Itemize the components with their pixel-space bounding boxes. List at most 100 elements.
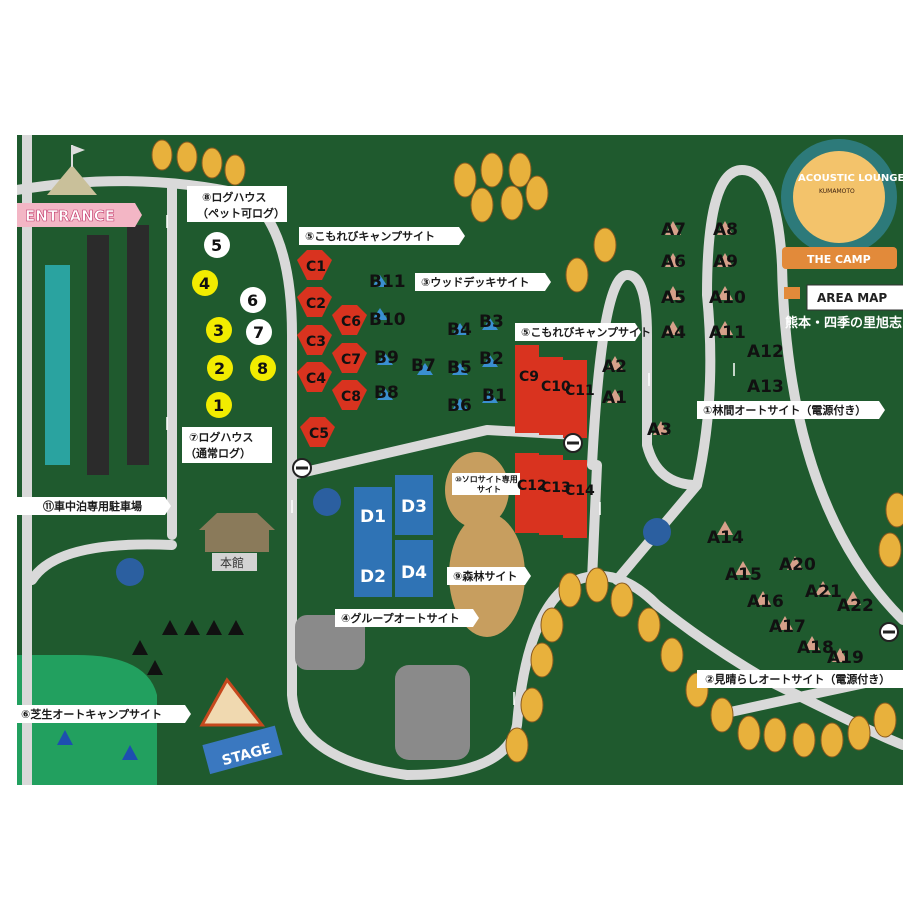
logo-title: ACOUSTIC LOUNGE (798, 173, 903, 184)
banner-shinrin: ⑨森林サイト (453, 569, 517, 583)
c-hex-sites (297, 250, 367, 447)
site-a8[interactable]: A8 (713, 220, 738, 240)
site-c5[interactable]: C5 (309, 426, 329, 442)
log-house-numbers: 5 4 3 2 1 6 7 8 (199, 236, 268, 415)
log-5[interactable]: 5 (211, 236, 222, 255)
site-c4[interactable]: C4 (306, 371, 326, 387)
site-a22[interactable]: A22 (837, 596, 874, 616)
site-a1[interactable]: A1 (602, 388, 627, 408)
site-a11[interactable]: A11 (709, 323, 746, 343)
site-a2[interactable]: A2 (602, 357, 627, 377)
site-a15[interactable]: A15 (725, 565, 762, 585)
site-b4[interactable]: B4 (447, 320, 472, 340)
site-c13[interactable]: C13 (541, 480, 571, 496)
site-a19[interactable]: A19 (827, 648, 864, 668)
hill-shape (47, 165, 97, 195)
banner-wood-deck: ③ウッドデッキサイト (421, 275, 529, 289)
direction-arrows (166, 215, 735, 705)
banners: ⑧ログハウス （ペット可ログ） ⑤こもれびキャンプサイト ③ウッドデッキサイト … (17, 186, 903, 723)
site-d4[interactable]: D4 (401, 563, 427, 583)
log-6[interactable]: 6 (247, 291, 258, 310)
site-a7[interactable]: A7 (661, 220, 686, 240)
site-d1[interactable]: D1 (360, 507, 386, 527)
site-c3[interactable]: C3 (306, 334, 326, 350)
log-8[interactable]: 8 (257, 359, 268, 378)
banner-komorebi-1: ⑤こもれびキャンプサイト (305, 229, 435, 243)
c-rect-sites (515, 345, 587, 538)
site-d2[interactable]: D2 (360, 567, 386, 587)
entrance-sign: ENTRANCE (17, 203, 142, 227)
log-3[interactable]: 3 (213, 321, 224, 340)
site-a4[interactable]: A4 (661, 323, 686, 343)
banner-miharashi: ②見晴らしオートサイト（電源付き） (705, 672, 890, 686)
banner-log-normal-sub: （通常ログ） (185, 446, 251, 460)
logo-tag: AREA MAP (817, 291, 887, 305)
site-b3[interactable]: B3 (479, 312, 504, 332)
logo: ACOUSTIC LOUNGE KUMAMOTO THE CAMP AREA M… (781, 139, 903, 331)
site-b6[interactable]: B6 (447, 396, 472, 416)
site-c12[interactable]: C12 (517, 478, 547, 494)
site-a13[interactable]: A13 (747, 377, 784, 397)
site-a3[interactable]: A3 (647, 420, 672, 440)
site-a14[interactable]: A14 (707, 528, 744, 548)
map-canvas: ENTRANCE 本館 STAGE D1 D2 D3 D4 (17, 135, 903, 785)
site-a6[interactable]: A6 (661, 252, 686, 272)
site-a18[interactable]: A18 (797, 638, 834, 658)
parking-lots (45, 225, 470, 760)
banner-log-pet: ⑧ログハウス (202, 190, 266, 204)
banner-shibafu: ⑥芝生オートキャンプサイト (21, 707, 162, 721)
c-hex-labels: C1 C2 C3 C4 C5 C6 C7 C8 (306, 259, 361, 442)
site-a20[interactable]: A20 (779, 555, 816, 575)
logo-small: KUMAMOTO (819, 188, 855, 195)
site-c2[interactable]: C2 (306, 296, 326, 312)
entrance-label: ENTRANCE (25, 207, 115, 225)
site-b1[interactable]: B1 (482, 386, 507, 406)
banner-log-pet-sub: （ペット可ログ） (197, 206, 285, 220)
a-sites: A7 A6 A5 A4 A8 A9 A10 A11 A12 A13 A2 A1 … (602, 220, 874, 668)
site-b9[interactable]: B9 (374, 348, 399, 368)
main-building: 本館 (199, 513, 275, 571)
site-c9[interactable]: C9 (519, 369, 539, 385)
log-4[interactable]: 4 (199, 274, 210, 293)
stage: STAGE (199, 677, 283, 775)
site-a12[interactable]: A12 (747, 342, 784, 362)
b-sites: B11 B10 B9 B8 B7 B4 B5 B6 B3 B2 B1 (369, 272, 507, 416)
log-2[interactable]: 2 (214, 359, 225, 378)
log-houses (192, 232, 276, 418)
site-b10[interactable]: B10 (369, 310, 406, 330)
flag-icon (72, 145, 85, 155)
site-b2[interactable]: B2 (479, 349, 504, 369)
site-c6[interactable]: C6 (341, 314, 361, 330)
site-d3[interactable]: D3 (401, 497, 427, 517)
site-b7[interactable]: B7 (411, 356, 436, 376)
trees (151, 139, 903, 763)
site-a9[interactable]: A9 (713, 252, 738, 272)
banner-group: ④グループオートサイト (341, 611, 460, 625)
site-c7[interactable]: C7 (341, 352, 361, 368)
site-a17[interactable]: A17 (769, 617, 806, 637)
no-entry-icons (292, 433, 899, 642)
site-a21[interactable]: A21 (805, 582, 842, 602)
site-a10[interactable]: A10 (709, 288, 746, 308)
log-1[interactable]: 1 (213, 396, 224, 415)
site-b8[interactable]: B8 (374, 383, 399, 403)
site-c11[interactable]: C11 (565, 383, 595, 399)
banner-komorebi-2: ⑤こもれびキャンプサイト (521, 325, 651, 339)
site-c14[interactable]: C14 (565, 483, 595, 499)
banner-solo: ⑩ソロサイト専用 (455, 474, 518, 484)
site-c8[interactable]: C8 (341, 389, 361, 405)
logo-subtitle: THE CAMP (807, 253, 871, 266)
site-c10[interactable]: C10 (541, 379, 571, 395)
log-7[interactable]: 7 (253, 323, 264, 342)
c-rect-labels: C9 C10 C11 C12 C13 C14 (517, 369, 595, 499)
site-b5[interactable]: B5 (447, 358, 472, 378)
site-c1[interactable]: C1 (306, 259, 326, 275)
site-a5[interactable]: A5 (661, 288, 686, 308)
banner-rinkan: ①林間オートサイト（電源付き） (703, 403, 866, 417)
site-b11[interactable]: B11 (369, 272, 406, 292)
site-a16[interactable]: A16 (747, 592, 784, 612)
d-sites: D1 D2 D3 D4 (354, 475, 433, 597)
car-camp-parking (45, 265, 70, 465)
main-building-label: 本館 (220, 555, 244, 570)
restroom-icons (116, 488, 671, 586)
